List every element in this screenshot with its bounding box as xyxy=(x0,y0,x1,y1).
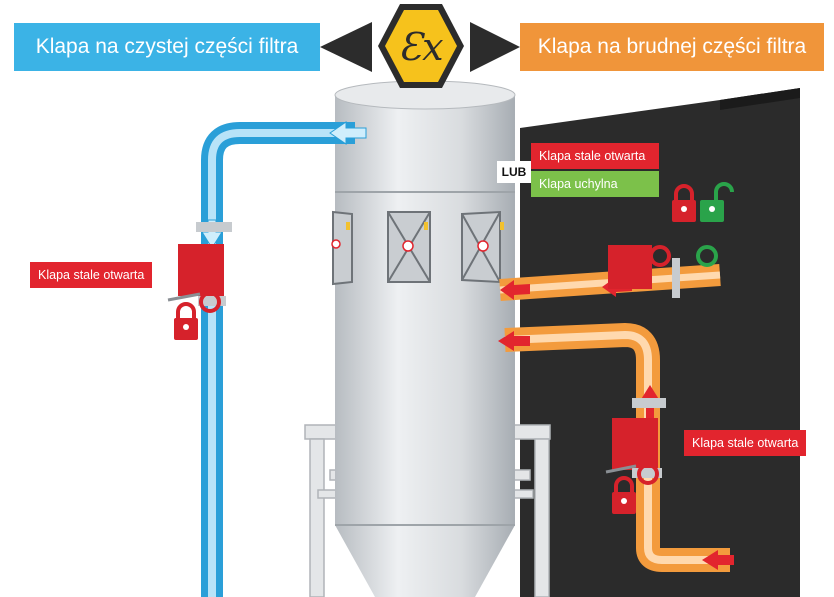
svg-text:Ɛx: Ɛx xyxy=(398,25,443,69)
clean-valve-tag: Klapa stale otwarta xyxy=(30,262,153,288)
filter-silo xyxy=(334,80,516,597)
atex-ex-hexagon-icon: Ɛx xyxy=(378,4,464,88)
tilting-valve-tag: Klapa uchylna xyxy=(531,171,659,197)
flow-arrow-icon xyxy=(500,280,530,300)
red-lock-icon xyxy=(612,476,636,514)
rupture-valve-icon xyxy=(608,245,718,298)
red-lock-icon xyxy=(672,184,696,222)
flow-arrow-icon xyxy=(498,331,530,351)
red-lock-icon xyxy=(174,302,198,340)
arrow-left-icon xyxy=(320,22,372,72)
green-unlock-icon xyxy=(700,182,734,222)
rupture-valve-icon xyxy=(167,222,232,313)
dirty-valve-tag: Klapa stale otwarta xyxy=(684,430,807,456)
open-valve-tag: Klapa stale otwarta xyxy=(531,143,659,169)
clean-pipe xyxy=(201,122,355,597)
building-wall xyxy=(520,88,800,597)
flow-arrow-icon xyxy=(329,121,367,145)
clean-side-banner: Klapa na czystej części filtra xyxy=(14,23,320,71)
or-label: LUB xyxy=(497,161,531,183)
building-roof-edge xyxy=(720,88,800,110)
flow-arrow-icon xyxy=(702,550,734,570)
arrow-right-icon xyxy=(470,22,520,72)
dirty-side-banner: Klapa na brudnej części filtra xyxy=(520,23,824,71)
rupture-valve-icon xyxy=(605,398,666,485)
